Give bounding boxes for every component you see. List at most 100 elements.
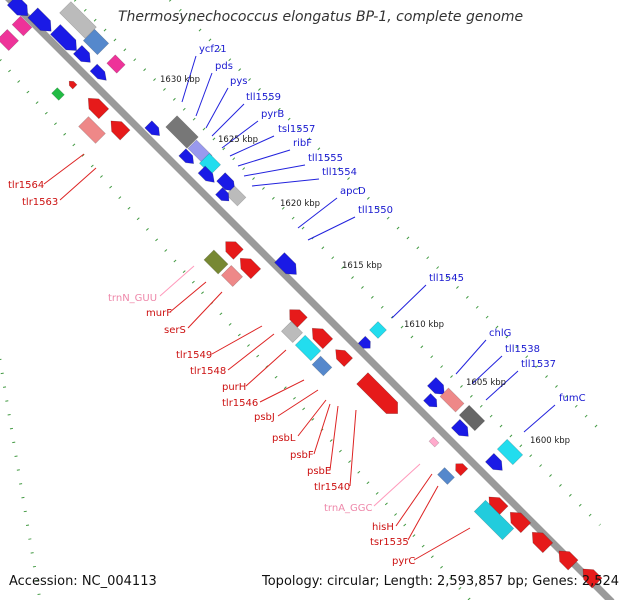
reverse-gene-label: psbF	[290, 450, 314, 461]
reverse-gene-label: psbL	[272, 433, 296, 444]
forward-gene-label: tll1555	[308, 153, 343, 164]
leader-line	[407, 485, 439, 541]
gene-feature	[11, 15, 33, 37]
leader-line	[211, 325, 263, 355]
leader-line	[181, 55, 197, 103]
gene-feature	[220, 264, 244, 288]
gene-feature	[82, 28, 110, 56]
leader-line	[395, 473, 433, 527]
forward-gene-label: apcD	[340, 186, 366, 197]
gene-feature	[72, 44, 91, 63]
forward-gene-label: ribF	[293, 138, 312, 149]
reverse-gene-label: tlr1549	[176, 350, 212, 361]
reverse-gene-label: tlr1546	[222, 398, 258, 409]
gene-feature	[274, 252, 297, 275]
gene-feature	[531, 531, 554, 554]
gene-feature	[225, 241, 244, 260]
gene-feature	[225, 185, 247, 207]
reverse-gene-label: tlr1563	[22, 197, 58, 208]
gene-feature	[216, 172, 236, 192]
forward-gene-label: tll1550	[358, 205, 393, 216]
leader-line	[259, 379, 305, 403]
map-title: Thermosynechococcus elongatus BP-1, comp…	[118, 9, 524, 25]
leader-line	[195, 72, 213, 117]
gc-content-track	[0, 0, 602, 600]
reverse-gene-label: murF	[146, 308, 172, 319]
gene-feature	[311, 327, 334, 350]
leader-line	[297, 399, 327, 437]
gene-feature	[357, 335, 371, 349]
accession-label: Accession: NC_004113	[9, 574, 157, 589]
reverse-gene-label: psbE	[307, 466, 331, 477]
forward-gene-label: tll1559	[246, 92, 281, 103]
gene-feature	[582, 568, 603, 589]
leader-line	[349, 409, 357, 487]
gene-feature	[110, 120, 131, 141]
scale-tick-label: 1615 kbp	[342, 261, 382, 271]
forward-gene-label: ycf21	[199, 44, 227, 55]
forward-gene-label: tll1545	[429, 273, 464, 284]
gene-feature	[455, 463, 469, 477]
gene-feature	[27, 7, 52, 32]
gene-feature	[473, 499, 515, 541]
reverse-gene-label: trnN_GUU	[108, 293, 157, 304]
forward-gene-label: tll1554	[322, 167, 357, 178]
scale-tick-label: 1620 kbp	[280, 199, 320, 209]
reverse-gene-label: serS	[164, 325, 186, 336]
leader-line	[43, 153, 85, 185]
forward-gene-label: pys	[230, 76, 247, 87]
reverse-gene-label: pyrC	[392, 556, 415, 567]
gene-feature	[215, 187, 230, 202]
leader-line	[455, 339, 487, 375]
gene-labels: ycf21pdspystll1559pyrBtsl1557ribFtll1555…	[8, 44, 586, 567]
gene-feature	[106, 54, 126, 74]
gene-feature	[369, 321, 387, 339]
leader-line	[373, 463, 421, 507]
leader-line	[169, 281, 207, 313]
scale-tick-label: 1625 kbp	[218, 135, 258, 145]
reverse-gene-label: hisH	[372, 522, 394, 533]
gene-feature	[558, 550, 579, 571]
leader-line	[391, 284, 427, 319]
leader-line	[307, 216, 356, 241]
gene-feature	[484, 452, 503, 471]
forward-gene-label: pds	[215, 61, 233, 72]
gene-feature	[280, 320, 304, 344]
forward-gene-label: chlG	[489, 328, 511, 339]
gene-feature	[178, 148, 195, 165]
gene-feature	[437, 467, 455, 485]
leader-line	[471, 355, 503, 385]
gene-feature	[89, 63, 107, 81]
scale-tick-label: 1600 kbp	[530, 436, 570, 446]
gene-feature	[144, 120, 161, 137]
leader-line	[485, 370, 519, 401]
gene-feature	[458, 404, 486, 432]
gene-feature	[0, 28, 20, 52]
gene-feature	[197, 165, 215, 183]
gene-feature	[423, 393, 438, 408]
leader-line	[229, 135, 275, 157]
leader-line	[523, 404, 556, 433]
leader-line	[59, 167, 97, 201]
gene-feature	[203, 249, 229, 275]
leader-line	[237, 149, 291, 167]
gene-features	[0, 0, 603, 589]
gene-feature	[6, 0, 29, 17]
gene-feature	[426, 376, 445, 395]
forward-gene-label: tsl1557	[278, 124, 315, 135]
leader-line	[205, 87, 229, 129]
reverse-gene-label: purH	[222, 382, 246, 393]
leader-line	[329, 405, 339, 471]
gene-feature	[289, 309, 308, 328]
leader-line	[297, 197, 338, 229]
reverse-gene-label: tsr1535	[370, 537, 409, 548]
gene-feature	[165, 115, 199, 149]
label-leader-lines	[43, 55, 556, 561]
leader-line	[413, 527, 471, 561]
gene-feature	[294, 334, 322, 362]
gene-feature	[78, 116, 106, 144]
scale-tick-label: 1605 kbp	[466, 378, 506, 388]
